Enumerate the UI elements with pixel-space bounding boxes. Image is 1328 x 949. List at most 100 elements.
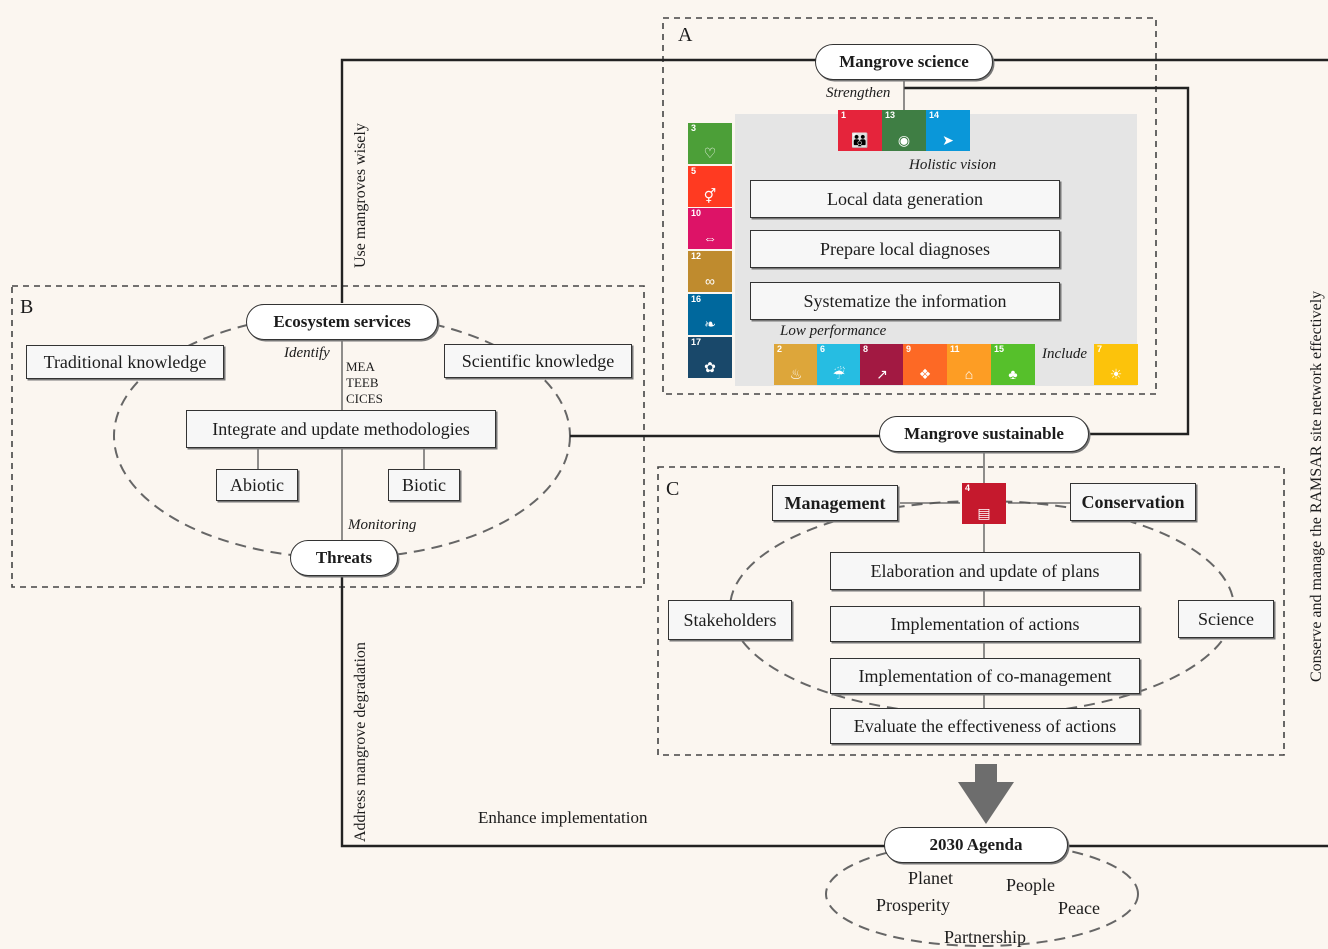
sdg-number: 8 (863, 344, 869, 354)
use-wisely-label: Use mangroves wisely (352, 123, 369, 268)
growth-icon: ↗ (876, 366, 888, 382)
address-degradation-label: Address mangrove degradation (352, 642, 369, 842)
edge-address-degradation (340, 572, 886, 848)
traditional-knowledge-box: Traditional knowledge (26, 345, 224, 379)
sdg-number: 7 (1097, 344, 1103, 354)
co-management-box: Implementation of co-management (830, 658, 1140, 694)
dove-icon: ❧ (704, 316, 716, 332)
sdg-8-tile: 8↗ (860, 344, 904, 385)
sdg-16-tile: 16 ❧ (688, 294, 732, 335)
frameworks-list: MEA TEEB CICES (346, 359, 383, 407)
sdg-10-tile: 10 ⇔ (688, 208, 732, 249)
evaluate-effectiveness-box: Evaluate the effectiveness of actions (830, 708, 1140, 744)
sdg-2-tile: 2♨ (774, 344, 818, 385)
implementation-actions-box: Implementation of actions (830, 606, 1140, 642)
panel-a-frame (662, 17, 1157, 395)
edge-science-to-sustainable (904, 86, 1190, 436)
heartbeat-icon: ♡ (703, 145, 717, 161)
sdg-number: 11 (950, 344, 960, 354)
people-icon: 👪 (851, 132, 869, 148)
framework-item: TEEB (346, 375, 379, 390)
sdg-number: 4 (965, 483, 971, 493)
sdg-14-tile: 14 ➤ (926, 110, 970, 151)
sdg-1-tile: 1👪 (838, 110, 882, 151)
sdg-11-tile: 11 ⌂ (947, 344, 991, 385)
agenda-2030-node: 2030 Agenda (884, 827, 1068, 863)
sdg-13-tile: 13 ◉ (882, 110, 926, 151)
prepare-local-diagnoses-box: Prepare local diagnoses (750, 230, 1060, 268)
pillar-planet: Planet (908, 868, 953, 888)
panel-c-frame (657, 466, 1285, 756)
sdg-number: 13 (885, 110, 896, 120)
edge-use-wisely (340, 58, 818, 303)
elaboration-plans-box: Elaboration and update of plans (830, 552, 1140, 590)
threats-node: Threats (290, 540, 398, 576)
sdg-6-tile: 6☔ (817, 344, 861, 385)
strengthen-label: Strengthen (826, 85, 891, 101)
panel-c-label: C (666, 478, 680, 500)
sdg-number: 15 (994, 344, 1005, 354)
pillar-people: People (1006, 875, 1055, 895)
sdg-3-tile: 3♡ (688, 123, 732, 164)
conservation-box: Conservation (1070, 483, 1196, 521)
agenda-ellipse (825, 841, 1139, 947)
mangrove-science-node: Mangrove science (815, 44, 993, 80)
sun-icon: ☀ (1109, 366, 1123, 382)
pillar-peace: Peace (1058, 898, 1100, 918)
sdg-number: 16 (691, 294, 702, 304)
sdg-12-tile: 12 ∞ (688, 251, 732, 292)
sdg-9-tile: 9❖ (903, 344, 947, 385)
enhance-implementation-label: Enhance implementation (478, 808, 648, 827)
panel-a-label: A (678, 24, 693, 46)
scientific-knowledge-box: Scientific knowledge (444, 344, 632, 378)
abiotic-box: Abiotic (216, 469, 298, 501)
framework-item: MEA (346, 359, 375, 374)
gender-icon: ⚥ (703, 188, 717, 204)
sdg-7-tile: 7☀ (1094, 344, 1138, 385)
mangrove-sustainable-node: Mangrove sustainable (879, 416, 1089, 452)
sdg-number: 14 (929, 110, 940, 120)
sdg-number: 2 (777, 344, 783, 354)
identify-label: Identify (284, 345, 330, 361)
sdg-number: 1 (841, 110, 847, 120)
city-icon: ⌂ (964, 366, 974, 382)
holistic-vision-label: Holistic vision (909, 157, 997, 173)
sdg-4-tile: 4▤ (962, 483, 1006, 524)
systematize-information-box: Systematize the information (750, 282, 1060, 320)
sdg-number: 3 (691, 123, 697, 133)
sdg-number: 10 (691, 208, 702, 218)
sdg-number: 17 (691, 337, 702, 347)
sdg-number: 9 (906, 344, 912, 354)
sdg-number: 5 (691, 166, 697, 176)
sdg-15-tile: 15 ♣ (991, 344, 1035, 385)
sdg-17-tile: 17 ✿ (688, 337, 732, 378)
local-data-generation-box: Local data generation (750, 180, 1060, 218)
biotic-box: Biotic (388, 469, 460, 501)
tree-icon: ♣ (1008, 366, 1018, 382)
panel-b-label: B (20, 296, 34, 318)
flower-icon: ✿ (704, 359, 716, 375)
management-box: Management (772, 485, 898, 521)
include-label: Include (1042, 346, 1087, 362)
pillar-partnership: Partnership (944, 927, 1026, 947)
fish-icon: ➤ (942, 132, 954, 148)
low-performance-label: Low performance (780, 323, 887, 339)
sdg-5-tile: 5⚥ (688, 166, 732, 207)
down-arrow-icon (958, 764, 1014, 824)
ecosystem-services-node: Ecosystem services (246, 304, 438, 340)
infinity-icon: ∞ (705, 273, 715, 289)
sdg-number: 12 (691, 251, 702, 261)
sdg-number: 6 (820, 344, 826, 354)
framework-item: CICES (346, 391, 383, 406)
book-icon: ▤ (977, 505, 991, 521)
stakeholders-box: Stakeholders (668, 600, 792, 640)
ramsar-label: Conserve and manage the RAMSAR site netw… (1308, 290, 1325, 682)
science-box: Science (1178, 600, 1274, 638)
cubes-icon: ❖ (918, 366, 932, 382)
integrate-methodologies-box: Integrate and update methodologies (186, 410, 496, 448)
eye-icon: ◉ (897, 132, 911, 148)
equality-icon: ⇔ (703, 230, 717, 246)
bowl-icon: ♨ (789, 366, 803, 382)
pillar-prosperity: Prosperity (876, 895, 950, 915)
